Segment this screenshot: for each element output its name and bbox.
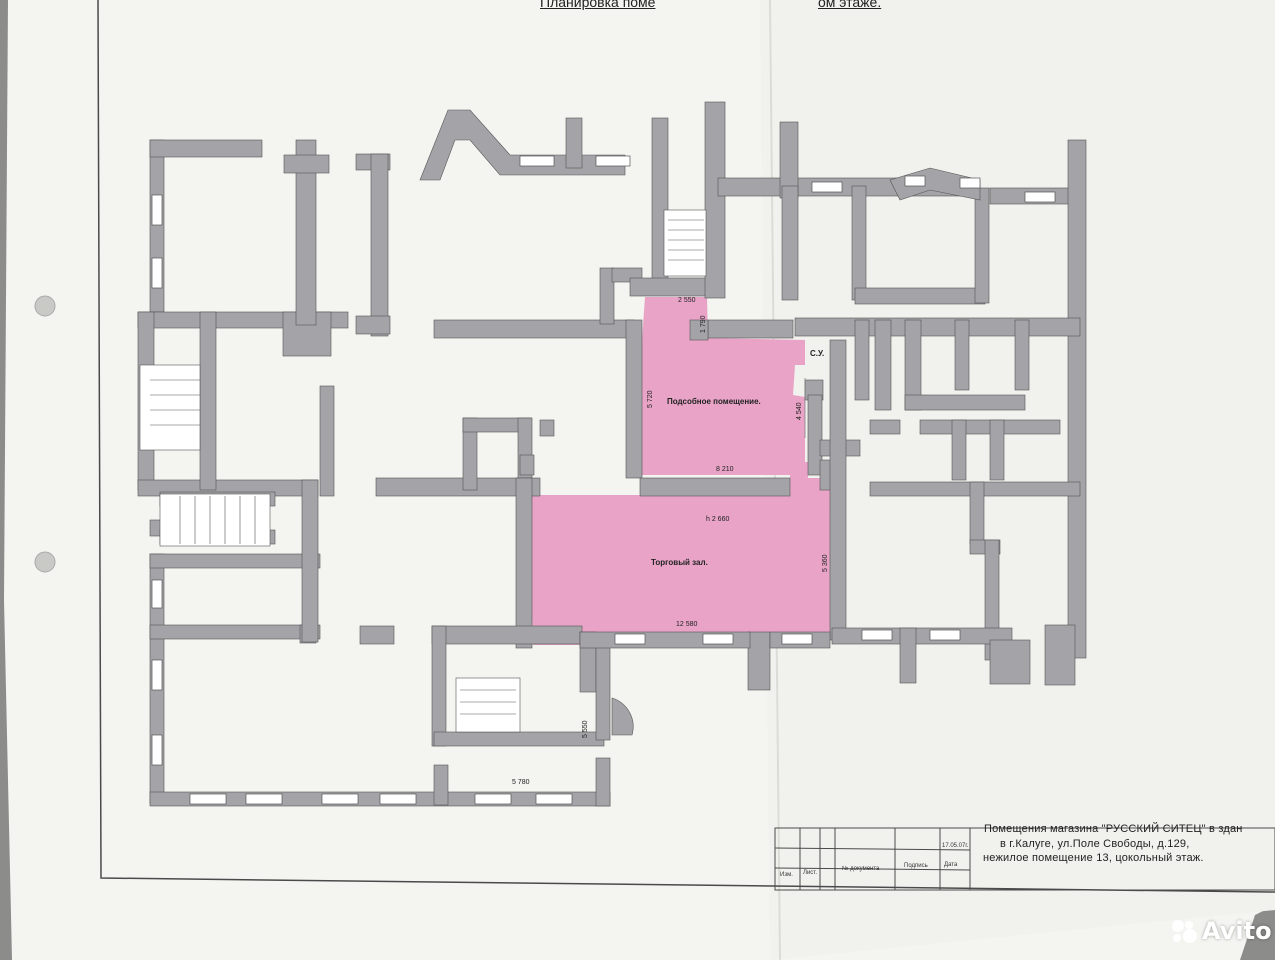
ceiling-height-label: h 2 660 xyxy=(706,516,730,523)
title-block-date: 17.05.07г. xyxy=(942,843,969,849)
sheet-title-left: Планировка поме xyxy=(540,0,656,10)
walls xyxy=(137,101,1087,807)
title-block-cell: Подпись xyxy=(904,863,928,869)
avito-watermark-text: Avito xyxy=(1202,917,1272,945)
title-block-line-2: в г.Калуге, ул.Поле Свободы, д.129, xyxy=(1000,838,1190,850)
drawing-frame xyxy=(97,0,1275,893)
sheet-title-right: ом этаже. xyxy=(818,0,882,10)
title-block-cell: № документа xyxy=(842,866,880,872)
avito-logo-icon xyxy=(1172,920,1197,943)
stair-treads xyxy=(150,219,704,715)
dimension-label: 1 790 xyxy=(700,315,707,333)
paper xyxy=(4,0,1275,960)
dimension-label: 2 550 xyxy=(678,297,696,304)
punch-hole xyxy=(34,295,56,317)
wc-label: С.У. xyxy=(810,349,825,358)
avito-watermark: Avito xyxy=(1170,916,1272,946)
dimension-label: 4 540 xyxy=(796,402,803,420)
title-block-cell: Изм. xyxy=(780,872,793,878)
dimension-arrows xyxy=(804,378,831,625)
dimension-label: 12 580 xyxy=(676,621,698,628)
dimension-label: 5 780 xyxy=(512,779,530,786)
sales-room-fill xyxy=(528,462,832,645)
title-block-line-1: Помещения магазина "РУССКИЙ СИТЕЦ" в зда… xyxy=(984,823,1243,835)
dimension-label: 5 550 xyxy=(582,720,589,738)
punch-hole xyxy=(34,551,56,573)
sales-room-label: Торговый зал. xyxy=(651,558,708,567)
title-block xyxy=(774,827,1275,891)
dimension-label: 5 720 xyxy=(647,390,654,408)
windows xyxy=(151,155,1056,805)
utility-room-fill xyxy=(640,297,805,475)
dimension-label: 5 360 xyxy=(822,554,829,572)
title-block-line-3: нежилое помещение 13, цокольный этаж. xyxy=(983,852,1204,864)
title-block-cell: Дата xyxy=(944,862,958,868)
title-block-cell: Лист. xyxy=(803,870,818,876)
utility-room-label: Подсобное помещение. xyxy=(667,397,761,406)
dimension-label: 8 210 xyxy=(716,466,734,473)
